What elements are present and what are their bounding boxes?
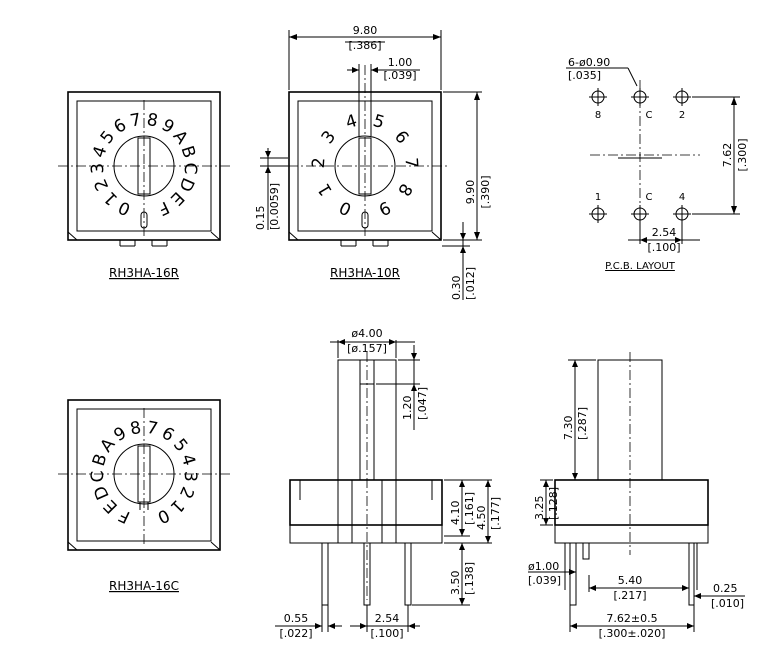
dial-label: 7 xyxy=(145,418,159,440)
dim-side-pin-dia: ø1.00 xyxy=(528,560,559,573)
view-front-elevation: ø4.00 [ø.157] 1.20 [.047] 4.10 [.161] 4.… xyxy=(275,327,502,640)
dim-top-width: 9.80 xyxy=(353,24,378,37)
dial-label: 3 xyxy=(88,162,109,174)
dial-label: F xyxy=(116,505,133,527)
dial-label: 4 xyxy=(177,452,199,468)
pcb-pin-label: 1 xyxy=(595,192,601,203)
dim-col-pitch-in: [.100] xyxy=(647,241,680,254)
caption-rh3ha-16c: RH3HA-16C xyxy=(109,579,179,593)
dim-body-h2-in: [.177] xyxy=(489,497,502,530)
dim-offset: 0.15 xyxy=(254,206,267,231)
dim-side-pin-t-in: [.010] xyxy=(711,597,744,610)
dial-label: F xyxy=(155,197,172,219)
dim-row-pitch: 7.62 xyxy=(721,143,734,168)
caption-pcb-layout: P.C.B. LAYOUT xyxy=(605,261,676,272)
dim-body-h1-in: [.161] xyxy=(463,492,476,525)
dim-side-pin-t: 0.25 xyxy=(713,582,738,595)
dial-label: C xyxy=(88,470,109,483)
dim-shaft-dia: ø4.00 xyxy=(351,327,382,340)
dial-label: 7 xyxy=(401,157,422,169)
dim-shaft-h-in: [.287] xyxy=(576,407,589,440)
dim-pin-w-in: [.022] xyxy=(279,627,312,640)
dial-label: 7 xyxy=(129,110,143,132)
dim-base-gap: 0.30 xyxy=(450,276,463,301)
caption-rh3ha-16r: RH3HA-16R xyxy=(109,266,179,280)
dial-label: 3 xyxy=(180,470,201,482)
pcb-pin-label: 8 xyxy=(595,110,601,121)
dial-label: 2 xyxy=(91,176,114,194)
dim-height: 9.90 xyxy=(464,180,477,205)
dim-pin-pitch-in: [.100] xyxy=(370,627,403,640)
pcb-pin-label: C xyxy=(646,192,653,203)
dial-label: B xyxy=(89,451,112,468)
dim-body-h2: 4.50 xyxy=(475,506,488,531)
dim-hole-spec: 6-ø0.90 xyxy=(568,56,610,69)
dim-pin-pitch: 2.54 xyxy=(375,612,400,625)
dim-slot-width: 1.00 xyxy=(388,56,413,69)
dim-top-width-in: [.386] xyxy=(348,39,381,52)
dim-hole-spec-in: [.035] xyxy=(568,69,601,82)
dim-slot-width-in: [.039] xyxy=(383,69,416,82)
dial-label: 5 xyxy=(169,435,191,456)
dial-label: 8 xyxy=(129,418,143,440)
dim-body-h3: 3.25 xyxy=(533,496,546,521)
view-pcb-layout: 8 1 C C 2 4 6-ø0.90 [.035] 7.62 [.300] 2.54 [… xyxy=(566,56,749,254)
dim-base-gap-in: [.012] xyxy=(464,267,477,300)
dim-slot-depth: 1.20 xyxy=(401,396,414,421)
dial-label: 8 xyxy=(393,180,416,200)
dim-shaft-h: 7.30 xyxy=(562,416,575,441)
dim-side-pin-dia-in: [.039] xyxy=(528,574,561,587)
view-side-elevation: 7.30 [.287] 3.25 [.128] ø1.00 [.039] 5.4… xyxy=(528,352,745,640)
dial-label: 5 xyxy=(370,111,386,133)
dial-label: 1 xyxy=(314,180,337,200)
dim-pin-len: 3.50 xyxy=(449,571,462,596)
dial-label: 6 xyxy=(390,127,412,148)
dial-label: 8 xyxy=(145,110,159,132)
caption-rh3ha-10r: RH3HA-10R xyxy=(330,266,400,280)
dim-side-span: 5.40 xyxy=(618,574,643,587)
dim-row-span-in: [.300±.020] xyxy=(599,627,666,640)
dial-label: D xyxy=(90,482,114,502)
dim-row-pitch-in: [.300] xyxy=(736,138,749,171)
dial-label: C xyxy=(180,162,201,175)
pcb-pin-label: 4 xyxy=(679,192,685,203)
dim-height-in: [.390] xyxy=(479,175,492,208)
dial-label: 0 xyxy=(154,504,172,527)
dim-slot-depth-in: [.047] xyxy=(416,387,429,420)
dial-label: 2 xyxy=(309,157,330,169)
dim-col-pitch: 2.54 xyxy=(652,226,677,239)
dim-body-h3-in: [.128] xyxy=(547,487,560,520)
dial-label: 3 xyxy=(318,127,340,148)
dim-side-span-in: [.217] xyxy=(613,589,646,602)
dim-row-span: 7.62±0.5 xyxy=(606,612,657,625)
dim-body-h1: 4.10 xyxy=(449,501,462,526)
dial-label: 9 xyxy=(375,196,393,219)
dial-label: B xyxy=(176,143,199,160)
dim-pin-w: 0.55 xyxy=(284,612,309,625)
dial-label: 4 xyxy=(89,144,111,160)
pcb-holes: 8 1 C C 2 4 xyxy=(589,88,691,223)
dim-pin-len-in: [.138] xyxy=(463,562,476,595)
pcb-pin-label: C xyxy=(646,110,653,121)
dial-label: 6 xyxy=(111,115,131,138)
pcb-pin-label: 2 xyxy=(679,110,685,121)
dim-offset-in: [0.0059] xyxy=(268,183,281,230)
dial-label: 0 xyxy=(336,196,354,219)
dial-label: 4 xyxy=(343,111,359,133)
dim-shaft-dia-in: [ø.157] xyxy=(347,342,387,355)
